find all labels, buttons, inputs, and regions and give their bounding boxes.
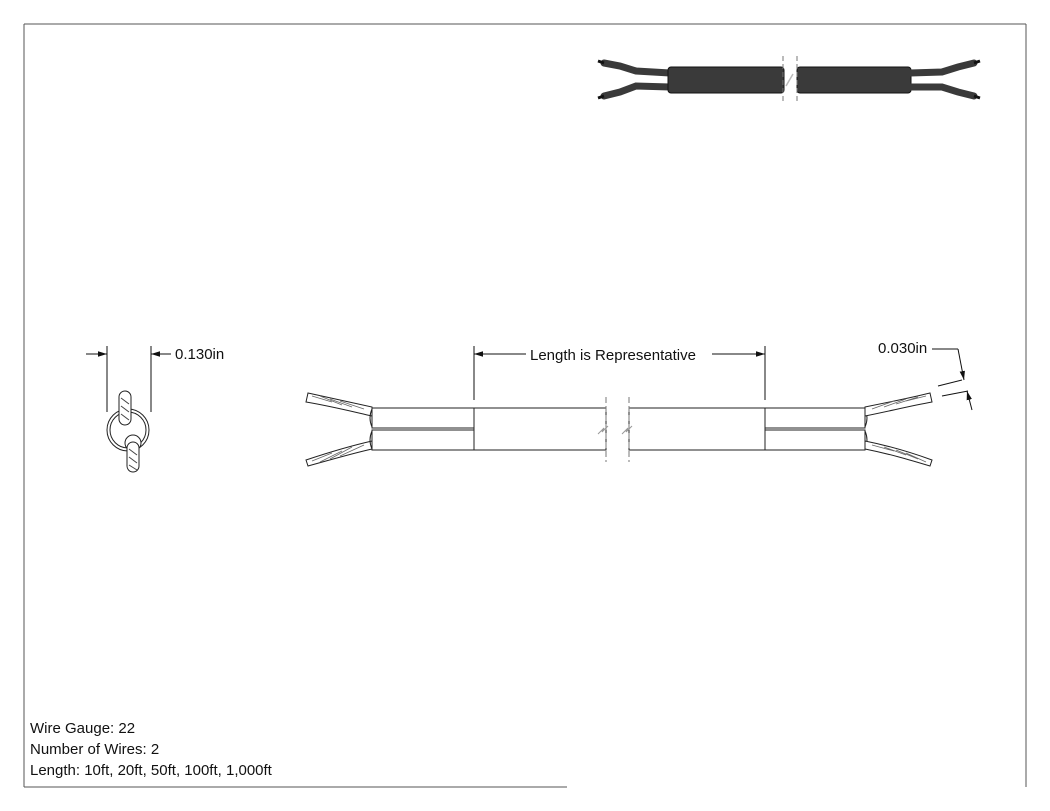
insulation-label: 0.030in [878,340,927,357]
sheet-border [23,23,1027,788]
diameter-dimension [86,346,171,412]
wire-gauge-note: Wire Gauge: 22 [30,720,136,737]
break-marks [597,397,633,462]
length-options-note: Length: 10ft, 20ft, 50ft, 100ft, 1,000ft [30,762,272,779]
length-note-label: Length is Representative [530,347,696,364]
length-dimension [473,346,766,400]
diameter-label: 0.130in [175,346,224,363]
number-of-wires-note: Number of Wires: 2 [30,741,160,758]
cable-notes: Wire Gauge: 22 Number of Wires: 2 Length… [30,718,272,781]
insulation-dimension [932,348,973,411]
iso-view [597,56,981,104]
front-view [305,392,933,467]
end-view [106,390,150,473]
